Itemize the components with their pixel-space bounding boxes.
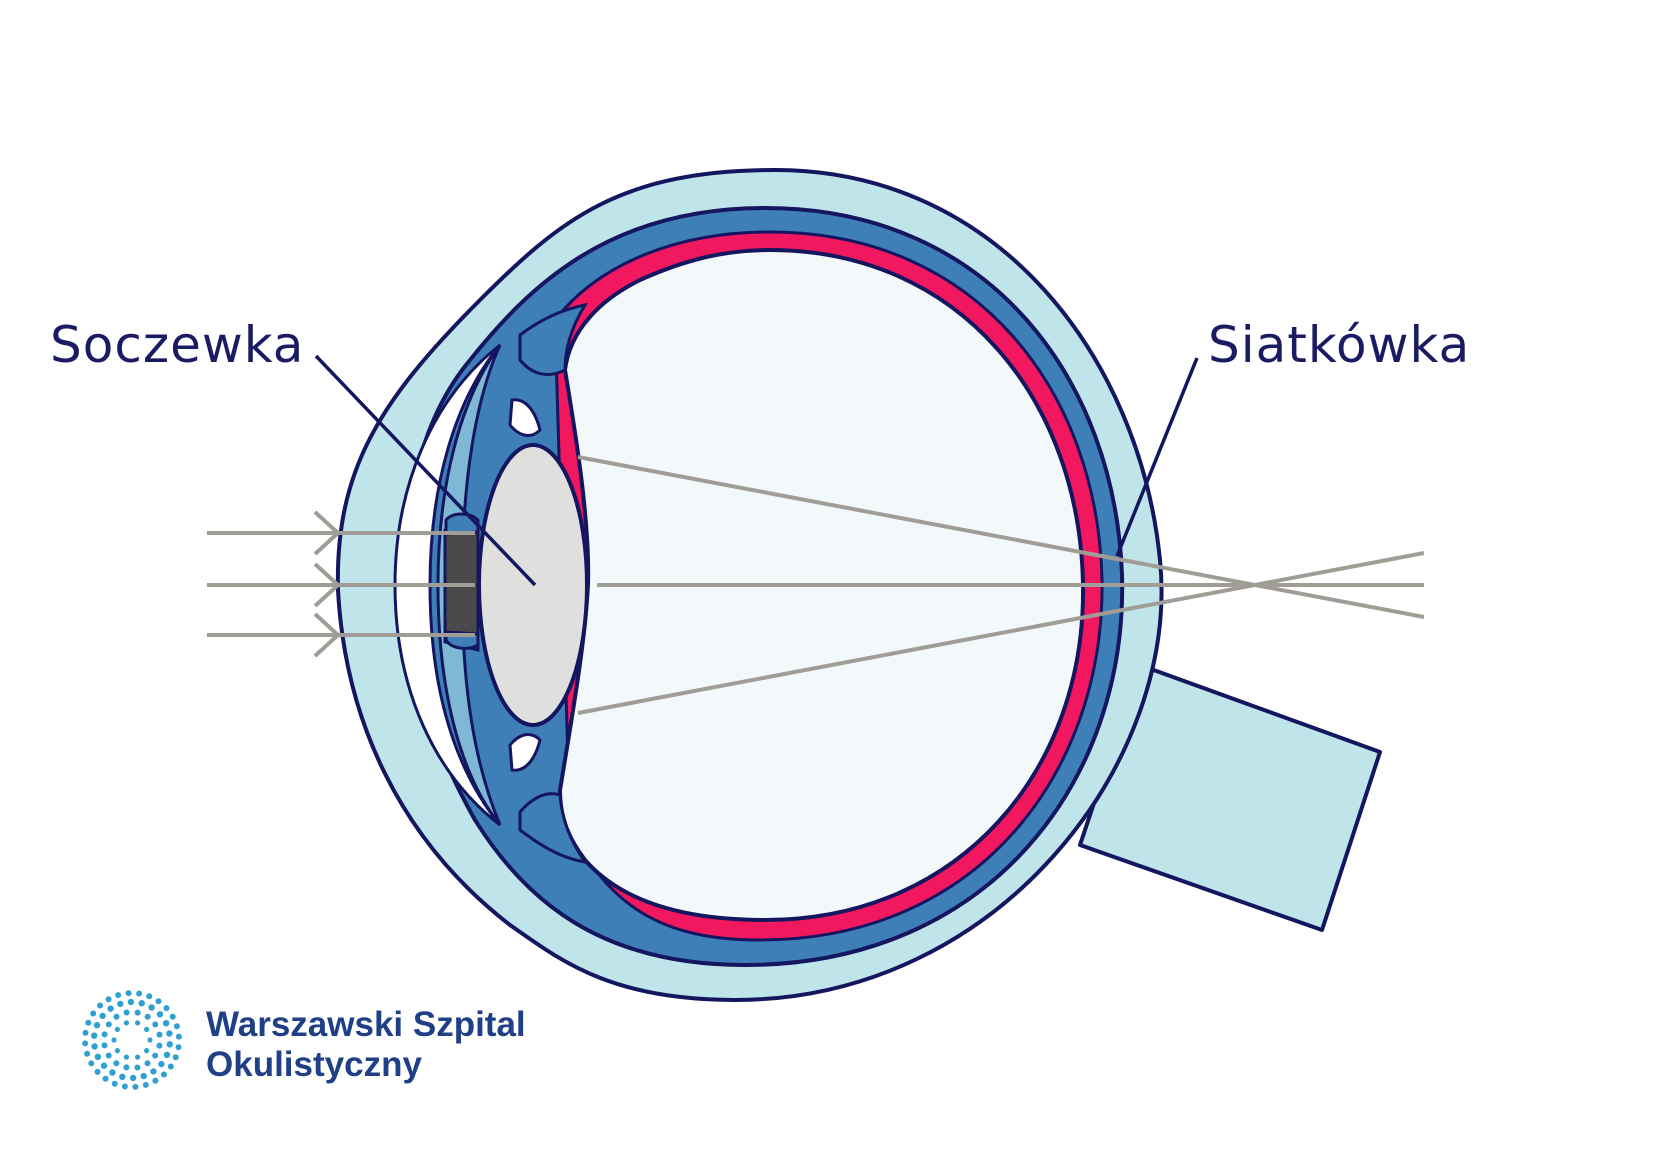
- logo-dot: [144, 1013, 151, 1020]
- label-lens: Soczewka: [50, 316, 305, 374]
- logo-dot: [160, 1071, 167, 1078]
- logo-dot: [146, 993, 153, 1000]
- logo-dot: [82, 1029, 89, 1036]
- logo-dot: [134, 1009, 141, 1016]
- zonule-top: [508, 398, 542, 437]
- arrowhead-bottom: [313, 612, 341, 658]
- logo-dot: [156, 1011, 164, 1018]
- logo-dot: [101, 1031, 108, 1038]
- refracted-ray-bottom: [577, 551, 1425, 715]
- logo-dot: [102, 1075, 109, 1082]
- logo-dot: [142, 1081, 149, 1088]
- logo-dot: [158, 1060, 165, 1068]
- brand-name-line-2: Okulistyczny: [206, 1045, 422, 1084]
- logo-dot: [123, 1009, 130, 1016]
- logo-dot: [90, 1010, 97, 1017]
- logo-dot: [173, 1023, 180, 1030]
- logo-dot: [135, 1020, 141, 1026]
- logo-dot: [163, 1051, 171, 1059]
- logo-dot: [155, 998, 162, 1005]
- logo-dot: [152, 1021, 159, 1028]
- logo-dot: [162, 1020, 170, 1027]
- logo-dot: [114, 1026, 120, 1032]
- logo-dot: [91, 1032, 98, 1039]
- logo-dot: [88, 1060, 95, 1067]
- logo-dot: [97, 1002, 104, 1009]
- logo-dot: [105, 996, 112, 1003]
- logo-dot: [113, 1013, 120, 1020]
- logo-dot: [156, 1031, 163, 1038]
- logo-dot: [135, 1054, 141, 1060]
- logo-dot: [150, 1068, 157, 1075]
- hospital-logo-dots: [82, 990, 182, 1090]
- logo-dot: [113, 1060, 120, 1067]
- logo-dot: [166, 1041, 173, 1048]
- logo-dot: [114, 1048, 120, 1054]
- logo-dot: [144, 1048, 150, 1054]
- logo-dot: [169, 1013, 176, 1020]
- logo-dot: [138, 1000, 145, 1007]
- zonule-bottom: [508, 733, 542, 772]
- logo-dot: [82, 1040, 89, 1047]
- logo-dot: [117, 1000, 124, 1008]
- logo-dot: [105, 1052, 112, 1059]
- logo-dot: [134, 1064, 141, 1071]
- logo-dot: [111, 1037, 117, 1043]
- logo-dot: [105, 1021, 112, 1028]
- logo-dot: [107, 1005, 114, 1012]
- logo-dot: [123, 1064, 130, 1071]
- logo-dot: [129, 1074, 137, 1082]
- logo-dot: [100, 1062, 108, 1069]
- logo-dot: [99, 1012, 106, 1020]
- logo-dot: [93, 1021, 101, 1029]
- logo-dot: [115, 992, 122, 999]
- logo-dot: [94, 1053, 102, 1061]
- logo-dot: [84, 1050, 91, 1057]
- logo-dot: [127, 998, 135, 1006]
- logo-dot: [125, 990, 132, 997]
- logo-dot: [148, 1004, 155, 1011]
- logo-dot: [94, 1068, 101, 1075]
- logo-dot: [152, 1052, 159, 1059]
- logo-dot: [144, 1060, 151, 1067]
- logo-dot: [175, 1033, 182, 1040]
- logo-dot: [91, 1043, 98, 1050]
- arrowhead-top: [313, 510, 341, 556]
- logo-dot: [152, 1077, 159, 1084]
- logo-dot: [119, 1073, 126, 1081]
- logo-dot: [111, 1080, 118, 1087]
- logo-dot: [109, 1069, 116, 1076]
- logo-dot: [147, 1037, 153, 1043]
- logo-dot: [163, 1005, 170, 1012]
- light-rays: [207, 455, 1425, 715]
- logo-dot: [166, 1030, 173, 1037]
- lens-leader-line: [314, 354, 537, 587]
- logo-dot: [123, 1054, 129, 1060]
- logo-dot: [121, 1083, 128, 1090]
- label-retina: Siatkówka: [1208, 316, 1471, 374]
- logo-dot: [175, 1044, 182, 1051]
- refracted-ray-top: [577, 455, 1425, 619]
- logo-dot: [172, 1054, 179, 1061]
- logo-dot: [167, 1063, 174, 1070]
- arrowhead-middle: [313, 562, 341, 608]
- logo-dot: [156, 1042, 163, 1049]
- logo-dot: [144, 1026, 150, 1032]
- brand-name-line-1: Warszawski Szpital: [206, 1005, 526, 1044]
- logo-dot: [136, 990, 143, 997]
- logo-dot: [140, 1072, 147, 1080]
- logo-dot: [123, 1020, 129, 1026]
- logo-dot: [132, 1083, 139, 1090]
- retina-leader-line: [1115, 357, 1199, 557]
- ciliary-body-top: [518, 302, 589, 376]
- logo-dot: [101, 1042, 108, 1049]
- logo-dot: [85, 1019, 92, 1026]
- anterior-chamber: [436, 344, 502, 826]
- ciliary-body-bottom: [518, 792, 589, 865]
